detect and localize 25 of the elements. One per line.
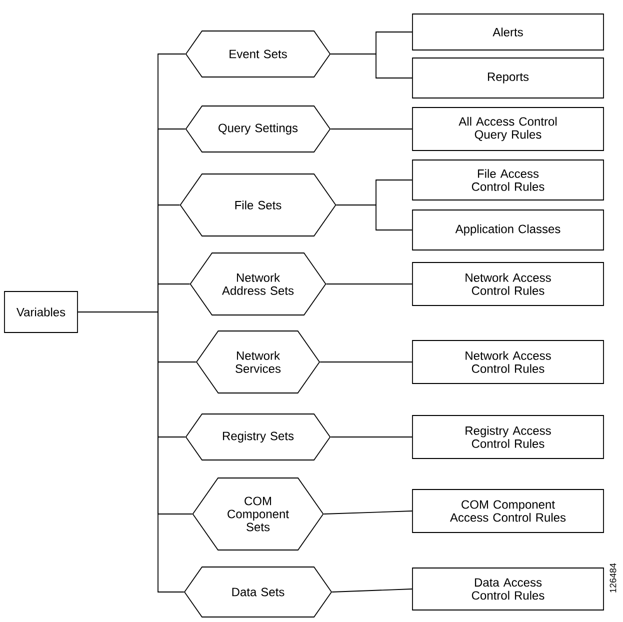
connector-line bbox=[332, 588, 412, 592]
connector-line bbox=[330, 128, 412, 130]
hexagon-node: File Sets bbox=[180, 174, 336, 236]
connector-line bbox=[323, 510, 412, 514]
connector-line bbox=[330, 54, 412, 78]
hexagon-node: Registry Sets bbox=[185, 414, 331, 460]
connector-line bbox=[336, 204, 412, 230]
process-box: Application Classes bbox=[412, 210, 604, 250]
process-box: Registry Access Control Rules bbox=[412, 415, 604, 459]
process-box: Data Access Control Rules bbox=[412, 568, 604, 610]
hexagon-node: Event Sets bbox=[185, 30, 331, 78]
hexagon-node: Query Settings bbox=[185, 106, 331, 152]
process-box: Network Access Control Rules bbox=[412, 262, 604, 306]
process-box: Variables bbox=[4, 291, 78, 333]
process-box: Alerts bbox=[412, 14, 604, 50]
process-box: COM Component Access Control Rules bbox=[412, 489, 604, 533]
process-box: File Access Control Rules bbox=[412, 160, 604, 200]
process-box: Reports bbox=[412, 58, 604, 98]
connector-line bbox=[330, 436, 412, 438]
process-box: Network Access Control Rules bbox=[412, 340, 604, 384]
hexagon-node: COM Component Sets bbox=[192, 478, 324, 550]
process-box: All Access Control Query Rules bbox=[412, 107, 604, 151]
hexagon-node: Data Sets bbox=[184, 566, 332, 618]
hexagon-node: Network Address Sets bbox=[190, 252, 326, 316]
hexagon-node: Network Services bbox=[196, 330, 320, 394]
